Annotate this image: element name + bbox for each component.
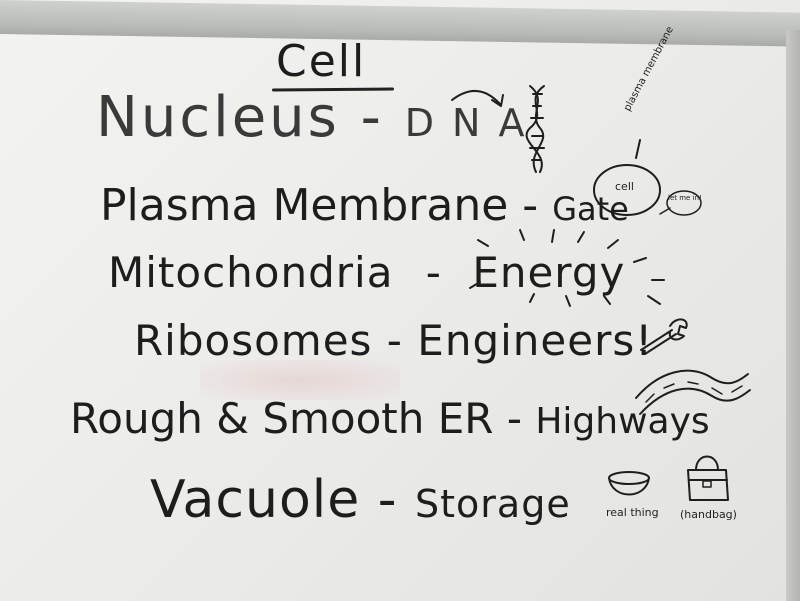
row-separator: - [506,394,522,443]
row-separator: - [377,470,398,530]
row-vacuole: Vacuole - Storage [150,474,571,526]
row-term: Rough & Smooth ER [70,394,494,443]
row-plasma-membrane: Plasma Membrane - Gate [100,184,629,228]
row-meaning: Storage [415,482,571,526]
row-term: Plasma Membrane [100,180,509,231]
row-separator: - [425,248,442,297]
row-term: Mitochondria [108,248,394,297]
handbag-icon [687,455,729,501]
row-meaning: Highways [535,401,710,442]
speech-bubble-icon [659,190,702,216]
whiteboard-frame-right [786,30,800,601]
speech-bubble-text: let me in! [668,194,702,202]
row-meaning: Gate [552,190,629,228]
row-term: Vacuole [150,470,361,530]
row-nucleus: Nucleus - D N A [96,90,528,146]
handbag-caption: (handbag) [680,508,737,521]
highway-road-icon [635,369,751,415]
dna-helix-icon [525,85,545,173]
row-meaning: D N A [404,101,528,145]
row-meaning: Energy [472,248,626,297]
row-term: Nucleus [96,85,340,150]
row-separator: - [386,316,403,365]
row-er: Rough & Smooth ER - Highways [70,398,710,440]
energy-rays-icon [469,229,665,307]
wrench-icon [640,318,688,355]
bowl-caption: real thing [606,506,659,519]
row-term: Ribosomes [134,316,373,365]
row-separator: - [522,180,539,231]
cell-label: cell [615,180,634,193]
row-separator: - [360,85,384,150]
board-title: Cell [276,36,367,87]
bowl-icon [608,471,650,496]
row-ribosomes: Ribosomes - Engineers! [134,320,653,362]
row-meaning: Engineers! [417,316,654,365]
row-mitochondria: Mitochondria - Energy [108,252,625,294]
curved-arrow-icon [451,90,504,107]
marker-smudge [200,360,400,400]
cell-circle-icon [593,139,661,216]
